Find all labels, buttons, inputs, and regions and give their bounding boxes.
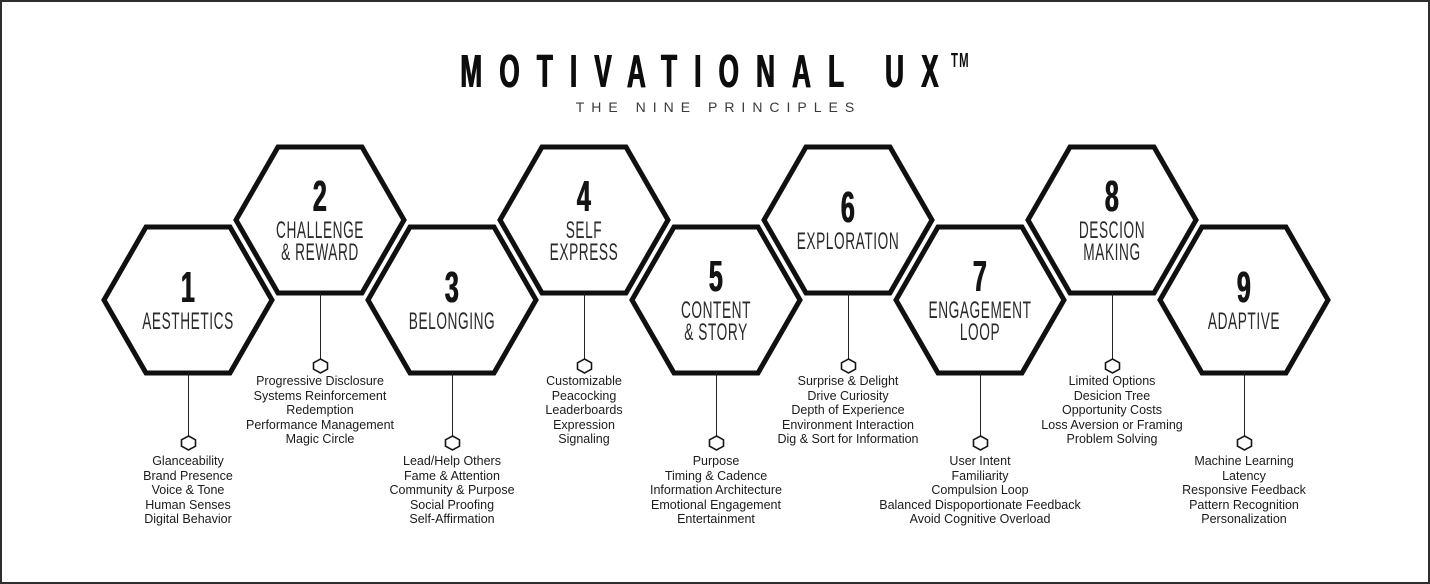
hexagon-node-icon [1104, 358, 1120, 374]
page-title: MOTIVATIONAL UXTM [2, 44, 1428, 98]
hexagon-node-icon [576, 358, 592, 374]
page-subtitle: THE NINE PRINCIPLES [575, 99, 862, 115]
connector-line [319, 293, 321, 359]
principle-items: Lead/Help Others Fame & Attention Commun… [389, 454, 515, 527]
connector-line [715, 372, 717, 436]
connector-line [1243, 372, 1245, 436]
hexagon-node-icon [1236, 435, 1252, 451]
principle-9-adaptive: 9 ADAPTIVE Machine Learning Latency Resp… [1104, 2, 1384, 562]
principle-items: Glanceability Brand Presence Voice & Ton… [143, 454, 233, 527]
principle-items: Customizable Peacocking Leaderboards Exp… [545, 374, 623, 447]
hexagon-node-icon [444, 435, 460, 451]
hexagon-node-icon [972, 435, 988, 451]
principle-items: User Intent Familiarity Compulsion Loop … [879, 454, 1081, 527]
page-title-text: MOTIVATIONAL UXTM [460, 44, 970, 98]
hexagon-node-icon [312, 358, 328, 374]
hexagon-shape [101, 224, 275, 376]
hexagon-node-icon [180, 435, 196, 451]
connector-line [847, 293, 849, 359]
title-label: MOTIVATIONAL UX [460, 45, 956, 97]
hexagon-shape [365, 224, 539, 376]
hexagon-shape [233, 144, 407, 296]
principle-items: Surprise & Delight Drive Curiosity Depth… [777, 374, 919, 447]
hexagon-shape [893, 224, 1067, 376]
connector-line [583, 293, 585, 359]
connector-line [187, 372, 189, 436]
hexagon-shape [1025, 144, 1199, 296]
connector-line [451, 372, 453, 436]
hexagon-shape [1157, 224, 1331, 376]
hexagon-node-icon [840, 358, 856, 374]
principle-5-content-story: 5 CONTENT & STORY Purpose Timing & Caden… [576, 2, 856, 562]
principle-items: Purpose Timing & Cadence Information Arc… [649, 454, 782, 527]
hexagon-node-icon [708, 435, 724, 451]
hexagon-shape [761, 144, 935, 296]
connector-line [1111, 293, 1113, 359]
hexagon-shape [629, 224, 803, 376]
trademark-symbol: TM [951, 50, 970, 72]
hexagon-shape [497, 144, 671, 296]
principle-items: Limited Options Desicion Tree Opportunit… [1041, 374, 1183, 447]
principle-items: Progressive Disclosure Systems Reinforce… [246, 374, 394, 447]
principle-items: Machine Learning Latency Responsive Feed… [1182, 454, 1306, 527]
principle-3-belonging: 3 BELONGING Lead/Help Others Fame & Atte… [312, 2, 592, 562]
connector-line [979, 372, 981, 436]
